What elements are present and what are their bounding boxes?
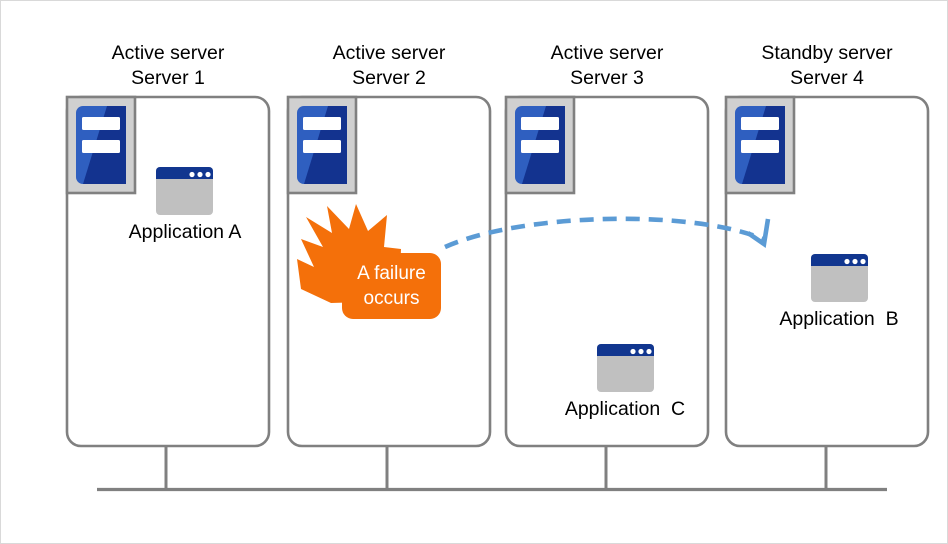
server-name-label-1: Server 1	[131, 67, 205, 89]
application-label-b: Application B	[779, 308, 899, 330]
server-role-label-3: Active server	[550, 42, 664, 64]
server-header-3: Active server Server 3	[506, 41, 708, 91]
server-icon-3	[504, 95, 576, 195]
failure-label-box	[342, 253, 441, 319]
network-bus-icon	[97, 446, 887, 492]
server-name-label-2: Server 2	[352, 67, 426, 89]
server-header-4: Standby server Server 4	[726, 41, 928, 91]
server-icon-2	[286, 95, 358, 195]
server-name-label-4: Server 4	[790, 67, 864, 89]
application-label-a: Application A	[128, 221, 242, 243]
window-icon-app-a	[156, 167, 213, 215]
application-label-c: Application C	[564, 398, 686, 420]
dashed-curved-arrow-icon	[444, 216, 771, 250]
server-header-1: Active server Server 1	[67, 41, 269, 91]
window-icon-app-b	[811, 254, 868, 302]
server-name-label-3: Server 3	[570, 67, 644, 89]
server-role-label-4: Standby server	[761, 42, 893, 64]
server-role-label-2: Active server	[332, 42, 446, 64]
server-header-2: Active server Server 2	[288, 41, 490, 91]
server-role-label-1: Active server	[111, 42, 225, 64]
server-icon-1	[65, 95, 137, 195]
server-icon-4	[724, 95, 796, 195]
window-icon-app-c	[597, 344, 654, 392]
